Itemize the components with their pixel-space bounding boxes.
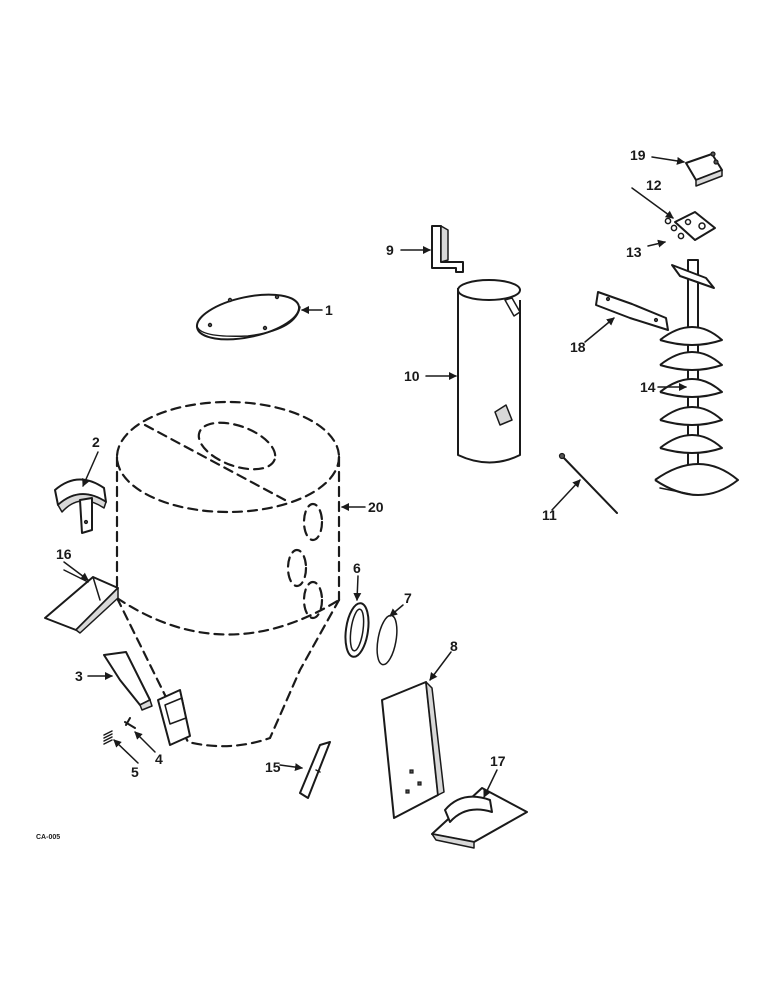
slide-gate-plate	[157, 689, 191, 746]
discharge-chute	[381, 681, 445, 819]
callout-11: 11	[542, 507, 557, 523]
wedge-foot-left	[44, 576, 119, 634]
side-bracket	[103, 651, 153, 711]
leader-lines	[63, 156, 687, 798]
auger-screw	[654, 259, 739, 496]
callout-labels: 1 2 3 4 5 6 7 8 9 10 11 12 13 14 15 16 1…	[56, 147, 662, 780]
callout-7: 7	[404, 590, 412, 606]
lid-cover	[195, 293, 301, 341]
callout-6: 6	[353, 560, 361, 576]
callout-5: 5	[131, 764, 139, 780]
callout-3: 3	[75, 668, 83, 684]
oval-gasket	[344, 602, 370, 658]
callout-18: 18	[570, 339, 586, 355]
callout-17: 17	[490, 753, 506, 769]
callout-16: 16	[56, 546, 72, 562]
catalog-code: CA-005	[36, 834, 60, 841]
hopper-tank-phantom	[115, 400, 341, 748]
blade-part	[299, 741, 331, 799]
callout-10: 10	[404, 368, 420, 384]
callout-9: 9	[386, 242, 394, 258]
callout-12: 12	[646, 177, 662, 193]
saddle-bracket	[54, 478, 107, 534]
callout-15: 15	[265, 759, 281, 775]
rod	[558, 452, 618, 514]
wedge-foot-right	[431, 787, 528, 849]
callout-19: 19	[630, 147, 646, 163]
callout-8: 8	[450, 638, 458, 654]
bearing-block	[674, 211, 716, 241]
callout-14: 14	[640, 379, 656, 395]
spring-part	[103, 730, 113, 745]
callout-13: 13	[626, 244, 642, 260]
callout-20: 20	[368, 499, 384, 515]
pin-part	[124, 717, 136, 729]
mounting-plate	[685, 151, 723, 187]
u-bracket	[431, 225, 464, 273]
callout-4: 4	[155, 751, 163, 767]
flat-bracket	[595, 291, 669, 331]
callout-1: 1	[325, 302, 333, 318]
oval-window	[376, 614, 398, 666]
auger-tube	[457, 279, 521, 464]
callout-2: 2	[92, 434, 100, 450]
